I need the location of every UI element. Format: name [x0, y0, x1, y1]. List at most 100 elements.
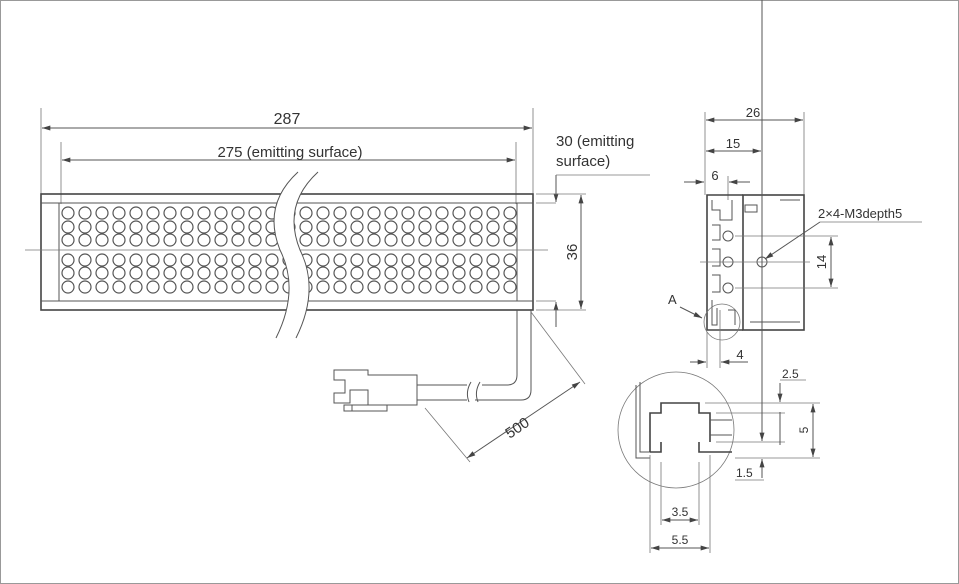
led [146, 280, 160, 294]
led [316, 206, 330, 220]
led [401, 233, 415, 247]
detail-a-circle [703, 303, 741, 341]
led [129, 206, 143, 220]
hole-note: 2×4-M3depth5 [818, 206, 902, 221]
led [418, 233, 432, 247]
led [333, 253, 347, 267]
led [333, 280, 347, 294]
led [61, 280, 75, 294]
led [401, 253, 415, 267]
led [214, 206, 228, 220]
led [486, 220, 500, 234]
led [316, 220, 330, 234]
led [384, 266, 398, 280]
led [265, 280, 279, 294]
break-line [273, 171, 299, 339]
led [367, 220, 381, 234]
led [350, 253, 364, 267]
led [180, 266, 194, 280]
led [367, 206, 381, 220]
led [435, 220, 449, 234]
led [299, 206, 313, 220]
led [163, 206, 177, 220]
led [299, 220, 313, 234]
led [367, 266, 381, 280]
dim-hole-offset: 15 [726, 136, 740, 151]
led [452, 280, 466, 294]
led [469, 253, 483, 267]
detail-circle [617, 371, 735, 489]
led [61, 220, 75, 234]
led [248, 280, 262, 294]
led [418, 206, 432, 220]
led [367, 233, 381, 247]
led [78, 266, 92, 280]
led [78, 206, 92, 220]
led [486, 206, 500, 220]
led [197, 220, 211, 234]
dim-emitting-width-line2: surface) [556, 153, 610, 170]
dim-slot-edge: 4 [736, 347, 743, 362]
housing-profile [742, 194, 805, 331]
led [146, 266, 160, 280]
led [231, 220, 245, 234]
led [129, 233, 143, 247]
led [486, 233, 500, 247]
led [95, 280, 109, 294]
led [384, 206, 398, 220]
led [78, 280, 92, 294]
led [112, 206, 126, 220]
led [214, 280, 228, 294]
led [214, 253, 228, 267]
led [350, 206, 364, 220]
led [503, 253, 517, 267]
led [78, 220, 92, 234]
led [350, 266, 364, 280]
led [61, 233, 75, 247]
led [231, 253, 245, 267]
led [197, 206, 211, 220]
led [435, 253, 449, 267]
led [452, 266, 466, 280]
led [112, 253, 126, 267]
connector [333, 369, 418, 412]
led [401, 280, 415, 294]
led [146, 233, 160, 247]
led [435, 266, 449, 280]
led [452, 233, 466, 247]
led [61, 266, 75, 280]
led [129, 220, 143, 234]
led [163, 220, 177, 234]
led [231, 280, 245, 294]
led [163, 280, 177, 294]
led [435, 280, 449, 294]
dim-height: 5 [797, 426, 811, 433]
led [146, 220, 160, 234]
dim-slot-offset: 6 [711, 168, 718, 183]
led [95, 266, 109, 280]
led [333, 233, 347, 247]
led [61, 253, 75, 267]
led [180, 280, 194, 294]
detail-view: 2.5 5 1.5 3.5 5.5 [617, 0, 820, 553]
led [129, 266, 143, 280]
dim-overall-length: 287 [274, 111, 301, 128]
led [435, 206, 449, 220]
led [418, 266, 432, 280]
led [248, 266, 262, 280]
mount-hole [722, 230, 734, 242]
led [112, 280, 126, 294]
led [180, 253, 194, 267]
led [469, 206, 483, 220]
led [418, 220, 432, 234]
dim-height: 36 [564, 244, 581, 261]
dim-emitting-length: 275 (emitting surface) [217, 144, 362, 161]
led [265, 253, 279, 267]
led [265, 266, 279, 280]
led [95, 206, 109, 220]
led [197, 266, 211, 280]
led [163, 266, 177, 280]
led [214, 266, 228, 280]
led [350, 233, 364, 247]
